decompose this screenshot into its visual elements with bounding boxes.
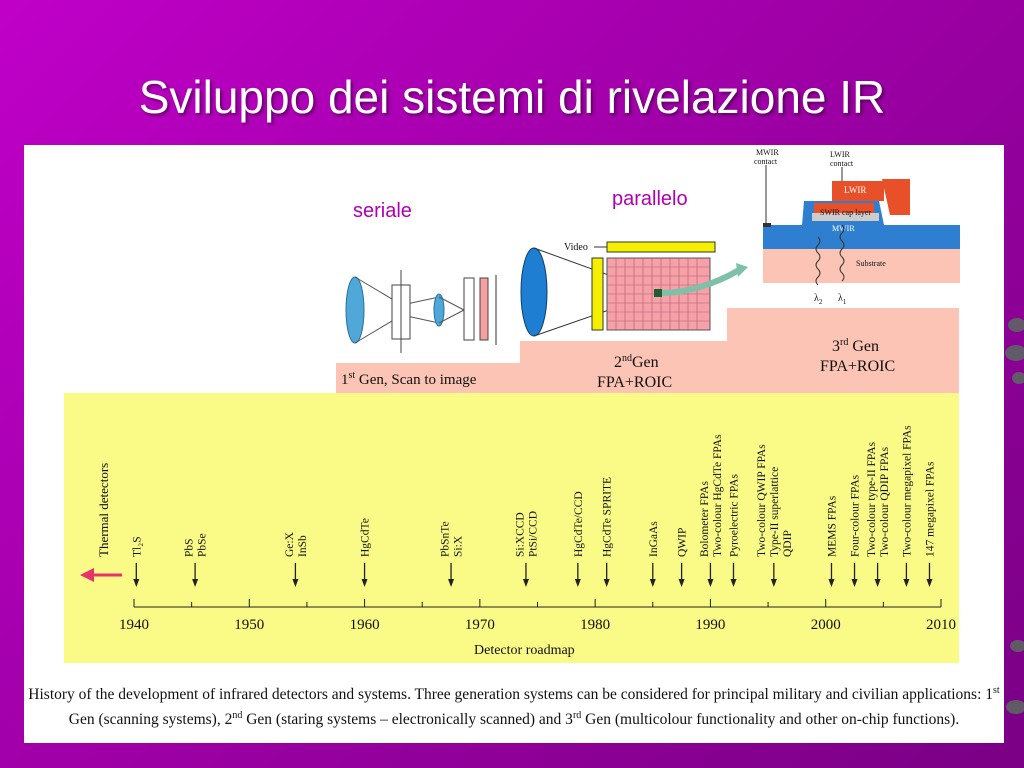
event-label: Pyroelectric FPAs xyxy=(728,474,740,557)
gen2-label: 2ndGen xyxy=(614,353,659,371)
year-label: 2000 xyxy=(811,617,841,633)
event-arrowhead xyxy=(603,579,610,587)
figure-panel: 1st Gen, Scan to image 2ndGen FPA+ROIC 3… xyxy=(24,145,1004,743)
event-arrowhead xyxy=(361,579,368,587)
event-label: Two-colour QWIP FPAs xyxy=(756,444,768,557)
svg-text:λ2: λ2 xyxy=(814,293,823,306)
scanning-optics-illustration xyxy=(345,270,497,353)
event-label: Ge:X xyxy=(284,531,296,557)
event-label: Bolometer FPAs xyxy=(699,481,711,557)
decorative-dot xyxy=(1006,700,1024,714)
event-label: Si:XCCD xyxy=(514,512,526,557)
event-label: Two-colour HgCdTe FPAs xyxy=(712,434,724,557)
decorative-dot xyxy=(1005,345,1024,361)
event-arrowhead xyxy=(926,579,933,587)
svg-text:LWIR: LWIR xyxy=(830,150,851,159)
svg-text:contact: contact xyxy=(830,159,854,168)
timeline-axis-title: Detector roadmap xyxy=(474,643,575,658)
event-arrowhead xyxy=(828,579,835,587)
event-label: Two-colour type-II FPAs xyxy=(866,441,878,557)
event-arrowhead xyxy=(292,579,299,587)
event-arrowhead xyxy=(730,579,737,587)
event-arrowhead xyxy=(649,579,656,587)
year-label: 2010 xyxy=(926,617,956,633)
event-label: MEMS FPAs xyxy=(826,495,838,557)
event-label: QDIP xyxy=(782,530,794,557)
event-arrowhead xyxy=(522,579,529,587)
svg-text:LWIR: LWIR xyxy=(844,185,866,195)
event-arrowhead xyxy=(874,579,881,587)
event-label: Two-colour megapixel FPAs xyxy=(901,425,913,557)
event-label: PbSnTe xyxy=(440,521,452,557)
event-label: Si:X xyxy=(453,535,465,557)
event-label: QWIP xyxy=(677,528,689,557)
event-label: InSb xyxy=(297,535,309,557)
event-arrowhead xyxy=(851,579,858,587)
event-label: HgCdTe SPRITE xyxy=(602,477,614,557)
decorative-dot xyxy=(1008,318,1024,332)
event-label: Four-colour FPAs xyxy=(850,474,862,557)
gen2-sublabel: FPA+ROIC xyxy=(597,374,672,391)
decorative-dot xyxy=(1012,372,1024,384)
event-arrowhead xyxy=(770,579,777,587)
year-label: 1950 xyxy=(234,617,264,633)
event-arrowhead xyxy=(903,579,910,587)
gen3-block xyxy=(727,308,959,393)
year-ticks: 1940 1950 1960 1970 1980 1990 2000 2010 xyxy=(119,599,956,633)
event-label: InGaAs xyxy=(648,521,660,557)
svg-text:contact: contact xyxy=(754,157,778,166)
two-colour-pixel-illustration: LWIR SWIR cap layer MWIR Substrate MWIR … xyxy=(754,148,960,306)
event-arrowhead xyxy=(574,579,581,587)
staring-fpa-illustration: Video xyxy=(520,241,748,337)
year-label: 1980 xyxy=(580,617,610,633)
year-label: 1940 xyxy=(119,617,149,633)
event-arrowhead xyxy=(133,579,140,587)
event-label: Type-II superlattice xyxy=(769,467,781,557)
gen1-block xyxy=(336,363,526,393)
event-label: Tl₂S xyxy=(131,536,143,557)
year-label: 1970 xyxy=(465,617,495,633)
event-label: PbSe xyxy=(197,533,209,557)
figure-diagram: 1st Gen, Scan to image 2ndGen FPA+ROIC 3… xyxy=(64,148,960,663)
year-label: 1990 xyxy=(695,617,725,633)
thermal-arrowhead xyxy=(80,568,94,582)
slide-title: Sviluppo dei sistemi di rivelazione IR xyxy=(138,71,886,123)
svg-text:Video: Video xyxy=(564,242,588,253)
serial-label: seriale xyxy=(353,200,412,222)
gen1-label: 1st Gen, Scan to image xyxy=(341,370,477,388)
decorative-dot xyxy=(1010,640,1024,652)
event-label: PbS xyxy=(184,538,196,557)
gen3-label: 3rd Gen xyxy=(832,337,879,355)
event-label: PtSi/CCD xyxy=(527,511,539,557)
event-arrowhead xyxy=(678,579,685,587)
event-label: 147 megapixel FPAs xyxy=(924,461,936,557)
event-arrowhead xyxy=(192,579,199,587)
gen3-sublabel: FPA+ROIC xyxy=(820,358,895,375)
thermal-label: Thermal detectors xyxy=(96,463,111,557)
event-label: Two-colour QDIP FPAs xyxy=(879,446,891,557)
svg-text:SWIR cap layer: SWIR cap layer xyxy=(820,208,871,217)
timeline-block xyxy=(64,393,959,663)
event-arrowhead xyxy=(448,579,455,587)
event-arrowhead xyxy=(707,579,714,587)
svg-text:Substrate: Substrate xyxy=(856,259,886,268)
gen2-block xyxy=(520,341,730,393)
year-label: 1960 xyxy=(350,617,380,633)
svg-text:λ1: λ1 xyxy=(838,293,847,306)
figure-caption: History of the development of infrared d… xyxy=(28,685,1000,729)
event-label: HgCdTe/CCD xyxy=(573,491,585,557)
event-label: HgCdTe xyxy=(360,518,372,557)
parallel-label: parallelo xyxy=(612,188,688,210)
svg-text:MWIR: MWIR xyxy=(756,148,779,157)
